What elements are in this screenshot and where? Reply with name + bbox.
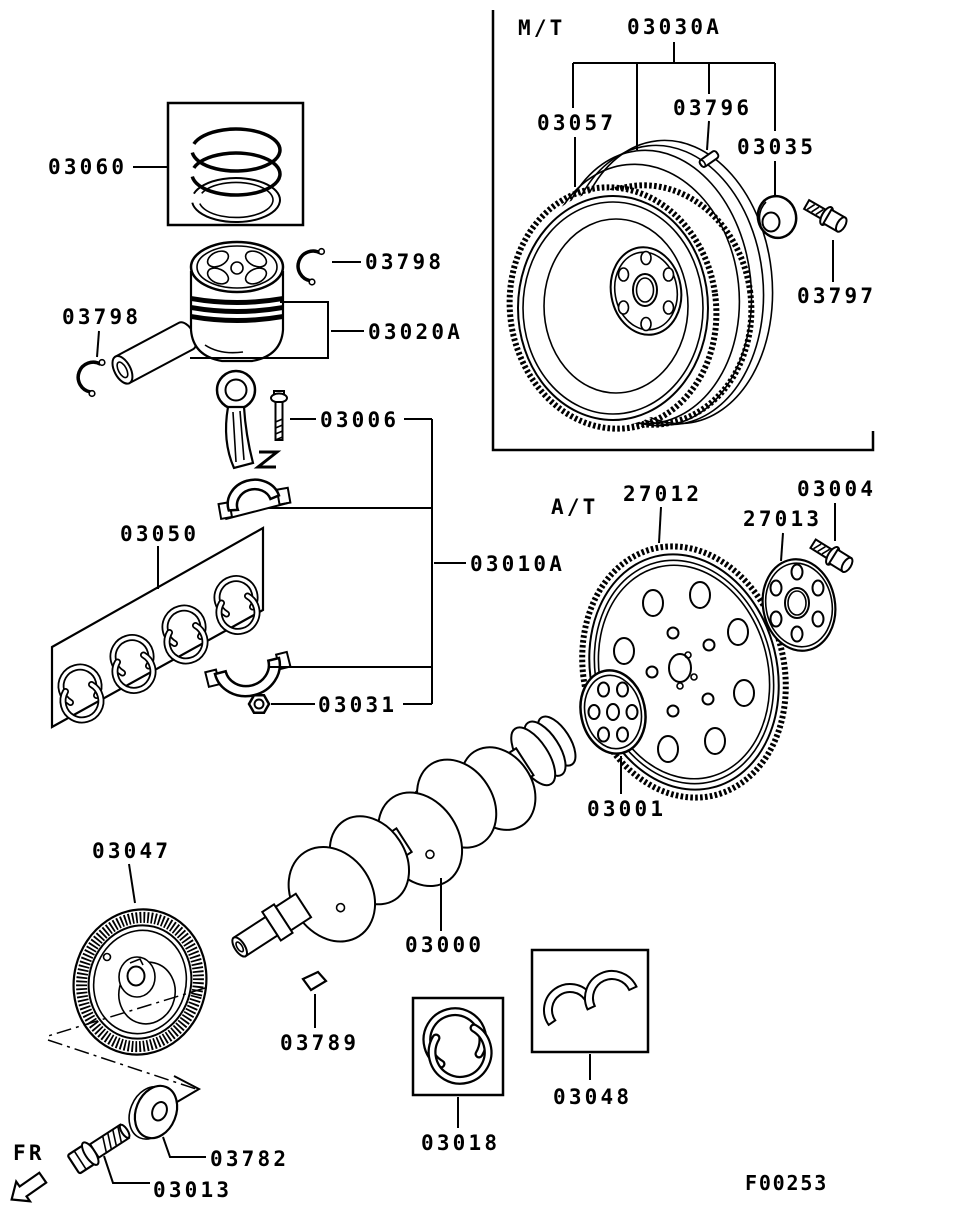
rod-small-end	[215, 369, 257, 411]
valve-pocket-2	[244, 250, 268, 268]
piston-rod-group-bracket	[268, 419, 466, 704]
pulley-washer-label: 03782	[210, 1147, 289, 1171]
piston-group: 03020A 03798 03798	[62, 240, 463, 398]
crank-pulley-label: 03047	[92, 839, 171, 863]
ring-groove-3	[191, 314, 283, 323]
rod-nut-label: 03031	[318, 693, 397, 717]
crankshaft-label: 03000	[405, 933, 484, 957]
figure-code: F00253	[745, 1171, 828, 1195]
thrust-bearing-group: 03048	[530, 948, 650, 1109]
woodruff-key-icon	[301, 970, 328, 992]
at-section-label: A/T	[551, 495, 599, 519]
piston-skirt-line	[204, 344, 244, 354]
pilot-bearing-icon	[756, 194, 798, 240]
main-bearing-box	[411, 996, 505, 1097]
rod-big-end	[217, 478, 292, 521]
pulley-washer-icon	[128, 1084, 179, 1140]
pulley-washer-leader	[162, 1136, 206, 1158]
snap-ring-left-icon	[76, 358, 106, 398]
at-section: A/T 27012	[551, 477, 876, 821]
piston-assembly-label: 03020A	[368, 320, 463, 344]
rod-cap-icon	[204, 650, 292, 698]
compression-ring-2	[190, 151, 282, 197]
rod-bearing-pair-4	[213, 575, 261, 635]
piston-skirt	[189, 270, 285, 363]
flywheel-bolt-icon	[802, 198, 848, 233]
rod-bolt-icon	[270, 390, 288, 441]
crank-pulley-leader	[128, 863, 136, 904]
pilot-pin-icon	[698, 150, 720, 168]
rod-bearing-set-group: 03050	[50, 522, 265, 729]
mt-section-label: M/T	[518, 16, 566, 40]
rod-bearing-set-box	[50, 526, 265, 729]
thrust-bearing-box	[530, 948, 650, 1054]
pulley-bolt-icon	[67, 1123, 131, 1175]
pilot-pin-label: 03796	[673, 96, 752, 120]
oil-ring-inner	[199, 181, 274, 219]
ring-groove-2	[191, 305, 283, 314]
main-bearing-group: 03018	[411, 996, 505, 1155]
flywheel-bolt-label: 03797	[797, 284, 876, 308]
piston-rings-group: 03060	[48, 101, 305, 227]
thrust-bearing-label: 03048	[553, 1085, 632, 1109]
crank-pulley-illustration	[72, 908, 208, 1056]
snap-ring-right-label: 03798	[365, 250, 444, 274]
snap-ring-right-icon	[296, 247, 326, 286]
ring-groove-1	[191, 296, 283, 305]
pilot-bearing-label: 03035	[737, 135, 816, 159]
piston-crown	[189, 240, 285, 294]
piston-assembly-bracket	[190, 301, 329, 359]
crown-center-dome	[230, 261, 244, 275]
rod-nut-icon	[247, 694, 271, 714]
assembly-axis-line	[47, 987, 206, 1103]
piston-rod-group-label: 03010A	[470, 552, 565, 576]
crank-end-plate-label: 03001	[587, 797, 666, 821]
mt-section: M/T 03030A	[491, 10, 876, 452]
main-bearing-label: 03018	[421, 1131, 500, 1155]
flywheel-illustration	[506, 139, 774, 432]
rod-bolt-label: 03006	[320, 408, 399, 432]
rod-small-end-bore	[224, 378, 248, 402]
valve-pocket-4	[244, 267, 268, 285]
adapter-plate-leader	[780, 532, 784, 562]
drive-plate-bolt-label: 03004	[797, 477, 876, 501]
snap-ring-left-leader	[96, 330, 100, 358]
mt-section-border	[491, 10, 875, 452]
piston-crown-rim	[196, 245, 278, 289]
front-marker-label: FR	[13, 1141, 45, 1165]
oil-ring-outer	[191, 177, 281, 224]
compression-ring-1	[190, 127, 282, 173]
flywheel-assembly-label: 03030A	[627, 15, 722, 39]
rod-ibeam-line2	[239, 410, 245, 461]
valve-pocket-1	[206, 250, 230, 268]
drive-plate-bolt-icon	[809, 538, 854, 574]
pulley-bolt-leader	[103, 1155, 150, 1184]
piston-pin-icon	[111, 321, 197, 385]
flywheel-assembly-bracket	[572, 42, 776, 150]
piston-rings-label: 03060	[48, 155, 127, 179]
snap-ring-left-label: 03798	[62, 305, 141, 329]
pilot-pin-leader	[706, 120, 710, 151]
adapter-plate-label: 27013	[743, 507, 822, 531]
rod-bearing-pair-1	[57, 663, 105, 724]
rod-z-mark	[253, 450, 282, 469]
valve-pocket-3	[206, 267, 230, 285]
front-direction-arrow-icon	[10, 1171, 48, 1203]
rod-bearing-pair-2	[109, 634, 157, 694]
rod-bearing-set-label: 03050	[120, 522, 199, 546]
crankshaft-illustration	[231, 715, 577, 958]
rod-bearing-pair-3	[161, 604, 209, 665]
drive-plate-leader	[658, 506, 662, 544]
rod-ibeam-line1	[232, 411, 237, 463]
adapter-plate-icon	[761, 558, 837, 652]
drive-plate-label: 27012	[623, 482, 702, 506]
pulley-bolt-label: 03013	[153, 1178, 232, 1202]
ring-gear-label: 03057	[537, 111, 616, 135]
connecting-rod-group: 03006 03031	[204, 369, 432, 717]
woodruff-key-label: 03789	[280, 1031, 359, 1055]
rod-shank	[224, 405, 255, 470]
crank-end-plate-icon	[579, 669, 647, 755]
piston-rings-box	[166, 101, 305, 227]
